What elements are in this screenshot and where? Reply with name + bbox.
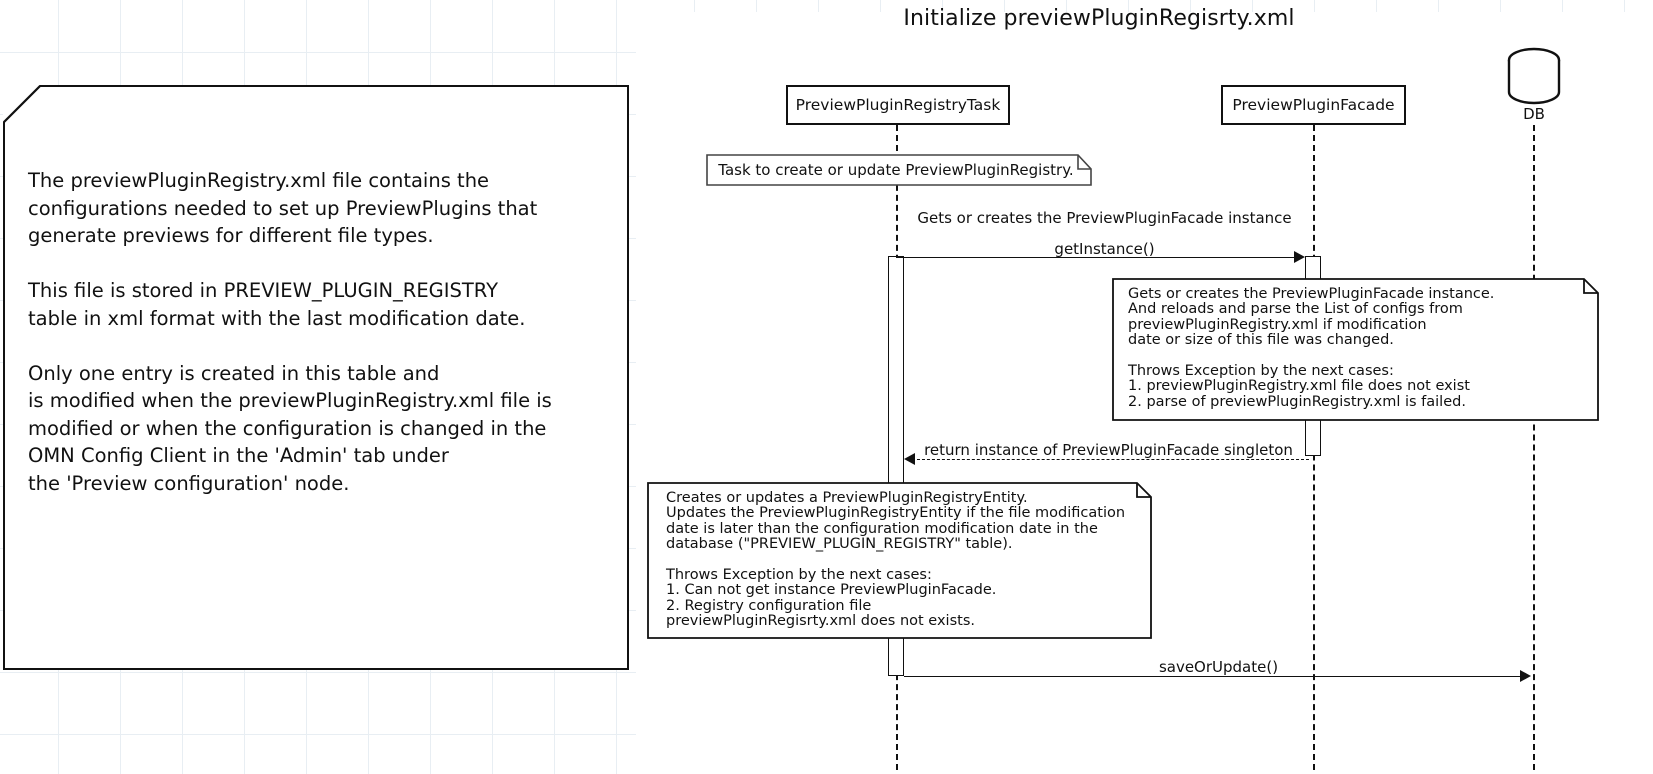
page-title: Initialize previewPluginRegisrty.xml (903, 6, 1295, 31)
message-caption-getinstance: Gets or creates the PreviewPluginFacade … (917, 209, 1292, 227)
message-arrowhead-getinstance (1294, 251, 1305, 263)
grid-background-top (636, 0, 1653, 12)
lifeline-header-previewpluginregistrytask[interactable]: PreviewPluginRegistryTask (786, 85, 1010, 125)
left-documentation-note: The previewPluginRegistry.xml file conta… (3, 85, 629, 670)
message-arrowhead-saveorupdate (1520, 670, 1531, 682)
lifeline-label-db: DB (1523, 105, 1545, 123)
message-line-return-instance (912, 459, 1309, 460)
message-arrowhead-return-instance (904, 453, 915, 465)
lifeline-header-previewpluginfacade[interactable]: PreviewPluginFacade (1221, 85, 1406, 125)
message-label-return-instance: return instance of PreviewPluginFacade s… (924, 441, 1293, 459)
lifeline-line-db (1533, 125, 1535, 770)
note-registry-entity-text: Creates or updates a PreviewPluginRegist… (666, 490, 1126, 630)
note-facade-text: Gets or creates the PreviewPluginFacade … (1128, 286, 1495, 410)
message-label-getinstance: getInstance() (1054, 240, 1155, 258)
message-label-saveorupdate: saveOrUpdate() (1158, 658, 1279, 676)
lifeline-label-task: PreviewPluginRegistryTask (795, 96, 1001, 114)
left-note-text: The previewPluginRegistry.xml file conta… (28, 169, 552, 495)
message-line-saveorupdate (904, 676, 1522, 677)
message-line-getinstance (896, 257, 1297, 258)
note-task-text: Task to create or update PreviewPluginRe… (718, 161, 1074, 179)
lifeline-label-facade: PreviewPluginFacade (1232, 96, 1395, 114)
